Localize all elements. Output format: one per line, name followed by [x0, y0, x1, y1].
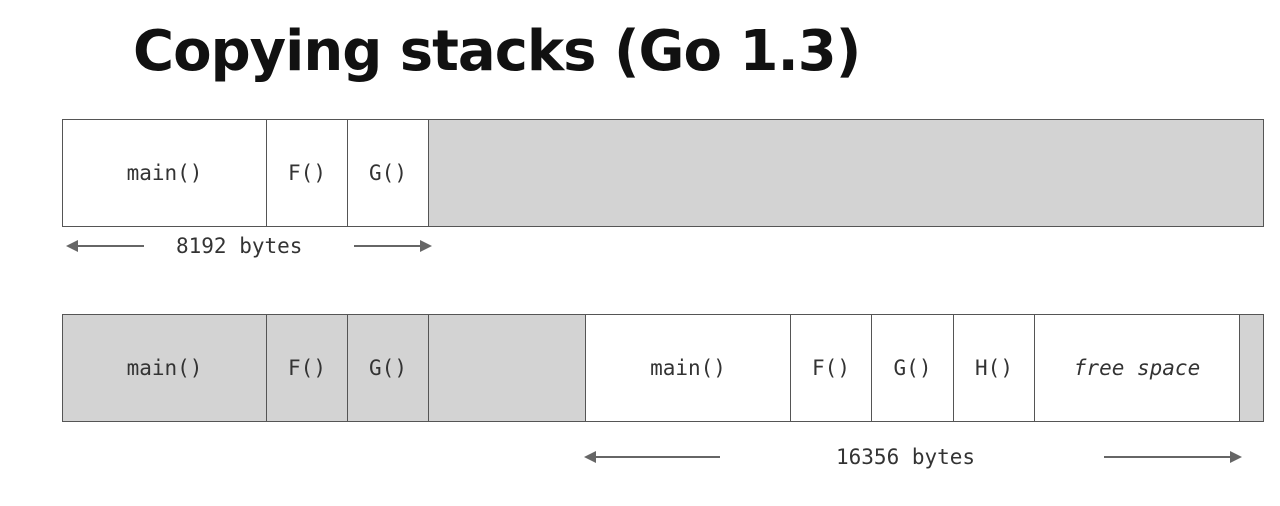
right-arrow-icon	[1104, 451, 1242, 463]
left-arrow-icon	[66, 240, 144, 252]
new-stack-row: main() F() G() main() F() G() H() free s…	[62, 314, 1264, 422]
new-stack-size-label: 16356 bytes	[836, 445, 976, 469]
old-stack-row: main() F() G()	[62, 119, 1264, 227]
old-stack-frame-g: G()	[347, 119, 429, 227]
new-stack-frame-main: main()	[585, 314, 791, 422]
old-copy-frame-f: F()	[266, 314, 348, 422]
old-copy-unused-region	[428, 314, 586, 422]
new-stack-size-measure: 16356 bytes	[584, 442, 1242, 472]
old-stack-frame-f: F()	[266, 119, 348, 227]
old-stack-frame-main: main()	[62, 119, 267, 227]
old-stack-size-measure: 8192 bytes	[66, 231, 432, 261]
new-stack-frame-g: G()	[871, 314, 954, 422]
page-title: Copying stacks (Go 1.3)	[133, 19, 861, 84]
old-stack-unused-region	[428, 119, 1264, 227]
old-copy-frame-g: G()	[347, 314, 429, 422]
new-stack-free-space: free space	[1034, 314, 1240, 422]
right-arrow-icon	[354, 240, 432, 252]
new-stack-frame-f: F()	[790, 314, 872, 422]
left-arrow-icon	[584, 451, 720, 463]
new-stack-tail-region	[1239, 314, 1264, 422]
old-copy-frame-main: main()	[62, 314, 267, 422]
new-stack-frame-h: H()	[953, 314, 1035, 422]
old-stack-size-label: 8192 bytes	[176, 234, 303, 258]
